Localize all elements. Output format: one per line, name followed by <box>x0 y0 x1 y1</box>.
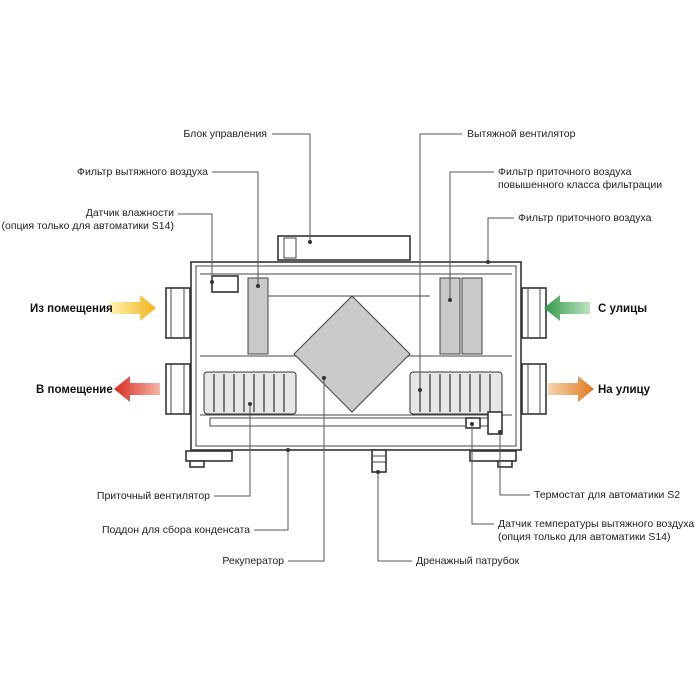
control-box <box>277 235 411 261</box>
flow-arrow-to-room <box>114 376 160 402</box>
flow-label-from-street: С улицы <box>598 303 647 315</box>
flow-arrow-from-room <box>110 295 156 321</box>
flow-label-to-room: В помещение <box>36 384 113 396</box>
callout-control-block: Блок управления <box>183 128 267 140</box>
callout-humidity-sensor-note: (опция только для автоматики S14) <box>1 220 174 232</box>
supply-air-filter <box>461 277 483 355</box>
callout-recuperator: Рекуператор <box>222 555 284 567</box>
callout-exhaust-temp-sensor-note: (опция только для автоматики S14) <box>498 531 671 543</box>
duct-to-room <box>165 363 191 415</box>
flow-label-from-room: Из помещения <box>30 303 113 315</box>
callout-humidity-sensor: Датчик влажности <box>86 207 174 219</box>
flow-arrow-to-street <box>548 376 594 402</box>
ventilation-unit <box>165 235 547 473</box>
duct-to-street <box>521 363 547 415</box>
left-foot <box>185 450 233 462</box>
humidity-sensor <box>211 275 239 293</box>
duct-from-street <box>521 287 547 339</box>
duct-from-room <box>165 287 191 339</box>
control-box-connector <box>283 237 297 259</box>
unit-inner-wall <box>195 265 517 447</box>
recuperator-core <box>293 295 411 413</box>
flow-label-to-street: На улицу <box>598 384 651 396</box>
callout-exhaust-temp-sensor: Датчик температуры вытяжного воздуха <box>498 518 694 530</box>
drain-pipe <box>371 449 387 473</box>
callout-thermostat-s2: Термостат для автоматики S2 <box>534 489 680 501</box>
callout-exhaust-fan: Вытяжной вентилятор <box>467 128 576 140</box>
callout-supply-fan: Приточный вентилятор <box>97 490 210 502</box>
callout-supply-filter-high-class: Фильтр приточного воздуха <box>498 166 632 178</box>
callout-exhaust-air-filter: Фильтр вытяжного воздуха <box>77 166 208 178</box>
right-foot <box>469 450 517 462</box>
callout-drain-pipe: Дренажный патрубок <box>416 555 520 567</box>
exhaust-fan <box>409 371 503 415</box>
exhaust-air-filter <box>247 277 269 355</box>
flow-arrow-from-street <box>544 295 590 321</box>
thermostat <box>487 411 503 435</box>
leader-lines <box>178 133 530 562</box>
callout-condensate-tray: Поддон для сбора конденсата <box>102 524 250 536</box>
callout-supply-filter-high-class-2: повышенного класса фильтрации <box>498 179 662 191</box>
callout-supply-air-filter: Фильтр приточного воздуха <box>518 212 652 224</box>
